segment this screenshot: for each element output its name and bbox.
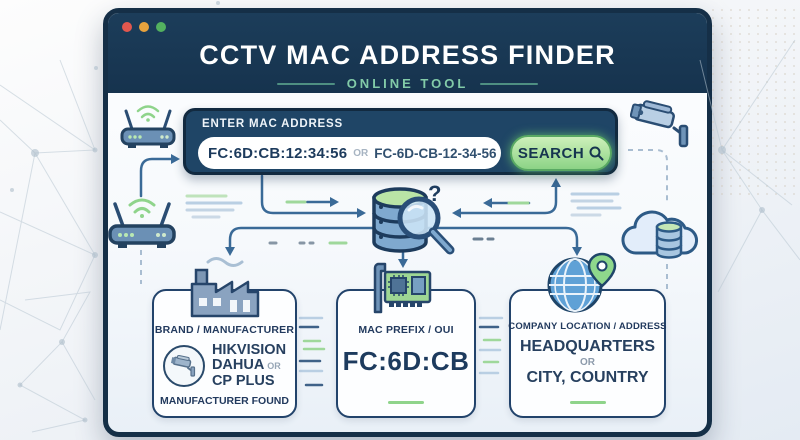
minimize-icon[interactable] bbox=[139, 22, 149, 32]
page-title: CCTV MAC ADDRESS FINDER bbox=[199, 40, 616, 70]
window-controls bbox=[122, 22, 166, 32]
location-card-heading: COMPANY LOCATION / ADDRESS bbox=[508, 321, 667, 332]
brand-name-1: HIKVISION bbox=[211, 342, 287, 358]
oui-card: MAC PREFIX / OUI FC:6D:CB bbox=[336, 289, 476, 418]
question-mark: ? bbox=[428, 181, 442, 206]
location-line-1: HEADQUARTERS bbox=[519, 338, 656, 355]
window-titlebar: CCTV MAC ADDRESS FINDER ONLINE TOOL bbox=[108, 13, 707, 93]
cctv-camera-icon bbox=[170, 354, 196, 377]
location-card: COMPANY LOCATION / ADDRESS HEADQUARTERS … bbox=[508, 289, 667, 418]
location-or: OR bbox=[580, 357, 595, 368]
oui-card-heading: MAC PREFIX / OUI bbox=[358, 324, 454, 336]
brand-or: OR bbox=[267, 361, 281, 371]
accent-underline bbox=[569, 401, 606, 404]
mac-value-dash: FC-6D-CB-12-34-56 bbox=[374, 145, 497, 161]
mac-or: OR bbox=[353, 147, 369, 159]
search-panel: ENTER MAC ADDRESS FC:6D:CB:12:34:56 OR F… bbox=[183, 108, 618, 175]
accent-underline bbox=[388, 401, 424, 404]
subtitle-text: ONLINE TOOL bbox=[346, 76, 469, 91]
maximize-icon[interactable] bbox=[156, 22, 166, 32]
search-button-label: SEARCH bbox=[517, 144, 585, 162]
brand-name-3: CP PLUS bbox=[211, 373, 275, 389]
search-label: ENTER MAC ADDRESS bbox=[202, 118, 343, 130]
subtitle-rule-right bbox=[480, 82, 539, 85]
brand-card-heading: BRAND / MANUFACTURER bbox=[154, 324, 295, 336]
search-icon bbox=[589, 146, 604, 160]
search-button[interactable]: SEARCH bbox=[510, 135, 612, 171]
camera-badge bbox=[162, 345, 205, 387]
oui-value: FC:6D:CB bbox=[342, 346, 470, 376]
subtitle-rule-left bbox=[276, 82, 335, 85]
mac-value-colon: FC:6D:CB:12:34:56 bbox=[208, 144, 348, 162]
close-icon[interactable] bbox=[122, 22, 132, 32]
location-line-2: CITY, COUNTRY bbox=[526, 369, 649, 386]
brand-card-footer: MANUFACTURER FOUND bbox=[160, 395, 289, 407]
page-subtitle: ONLINE TOOL bbox=[108, 76, 707, 91]
mac-address-input[interactable]: FC:6D:CB:12:34:56 OR FC-6D-CB-12-34-56 bbox=[198, 137, 501, 169]
